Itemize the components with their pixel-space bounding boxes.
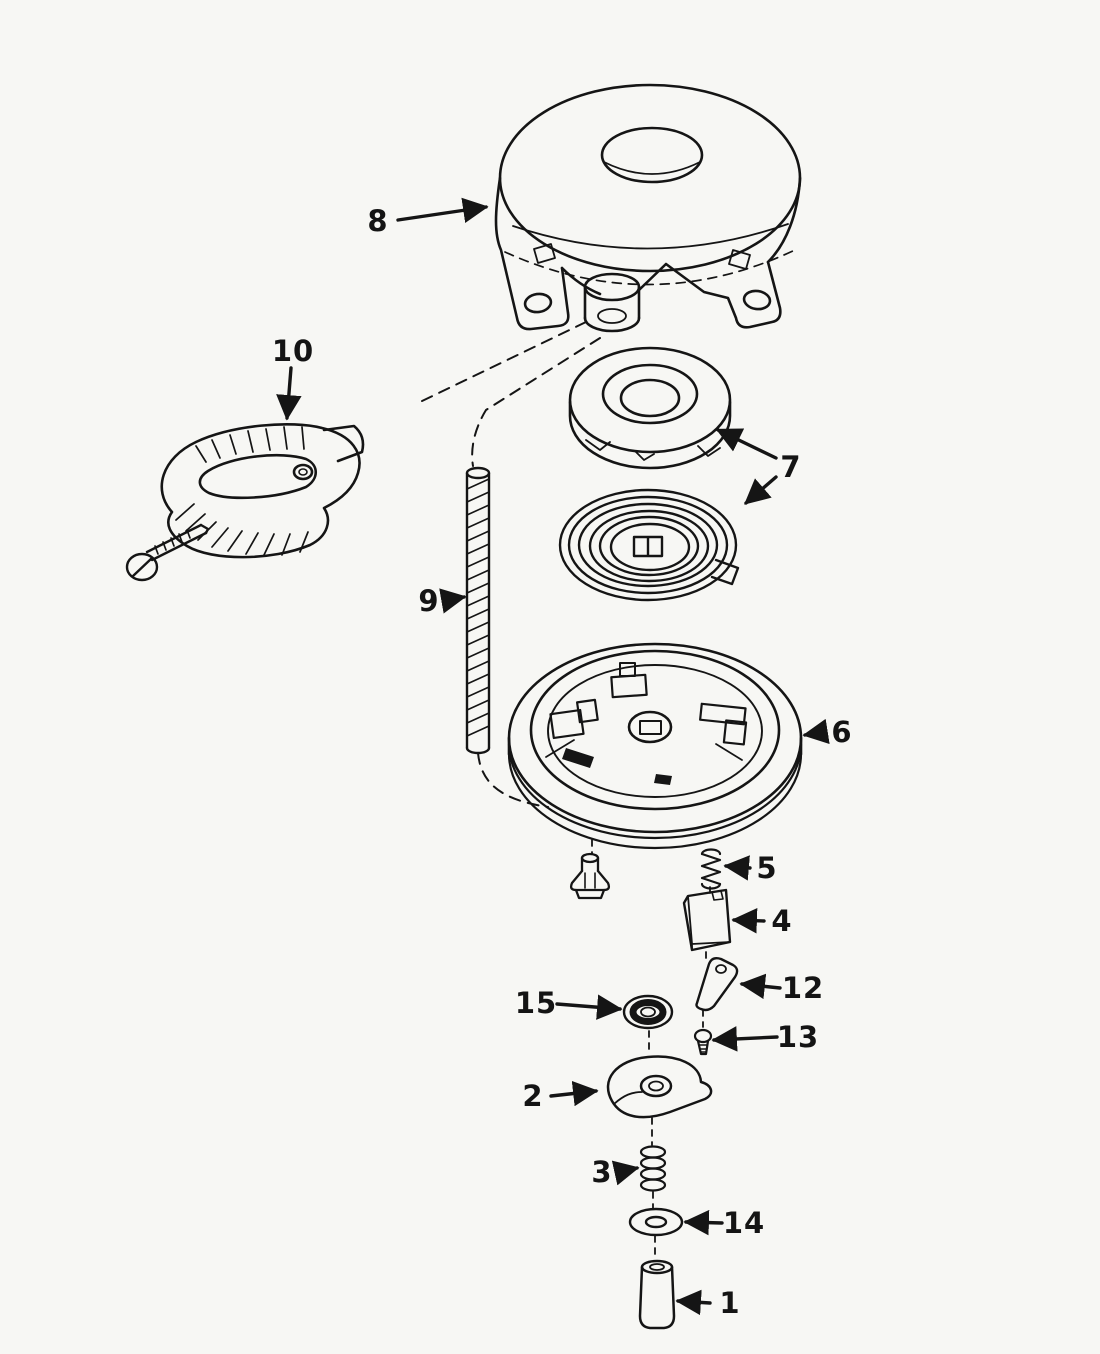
friction-plate [682,888,732,952]
callout-label-4: 4 [771,904,793,938]
callout-label-3: 3 [591,1155,613,1189]
washer [628,1207,684,1237]
spring-5 [700,848,722,890]
recoil-spring [558,488,740,602]
starter-housing [494,83,802,333]
callout-label-14: 14 [722,1206,766,1240]
callout-label-9: 9 [418,584,440,618]
callout-label-12: 12 [781,971,825,1005]
spring-retainer [568,346,732,470]
callout-label-1: 1 [719,1286,741,1320]
cam [606,1055,713,1119]
rope-anchor-pin [569,852,611,900]
link [695,956,739,1012]
screw [693,1028,713,1056]
grommet [622,994,674,1030]
assembly-guide-lines [419,321,601,808]
starter-handle [160,422,365,559]
callout-label-10: 10 [271,334,315,368]
pulley [507,642,803,850]
callout-arrows [276,197,830,1316]
callout-label-15: 15 [514,986,558,1020]
handle-screw [125,523,210,582]
callout-label-13: 13 [776,1020,820,1054]
callout-label-7: 7 [780,450,802,484]
callout-label-2: 2 [522,1079,544,1113]
callout-label-6: 6 [831,715,853,749]
spring-3 [639,1145,667,1192]
axis-dashes [591,839,711,1259]
starter-rope [465,466,491,755]
callout-label-5: 5 [756,851,778,885]
callout-label-8: 8 [367,204,389,238]
pin-bushing [638,1259,676,1330]
